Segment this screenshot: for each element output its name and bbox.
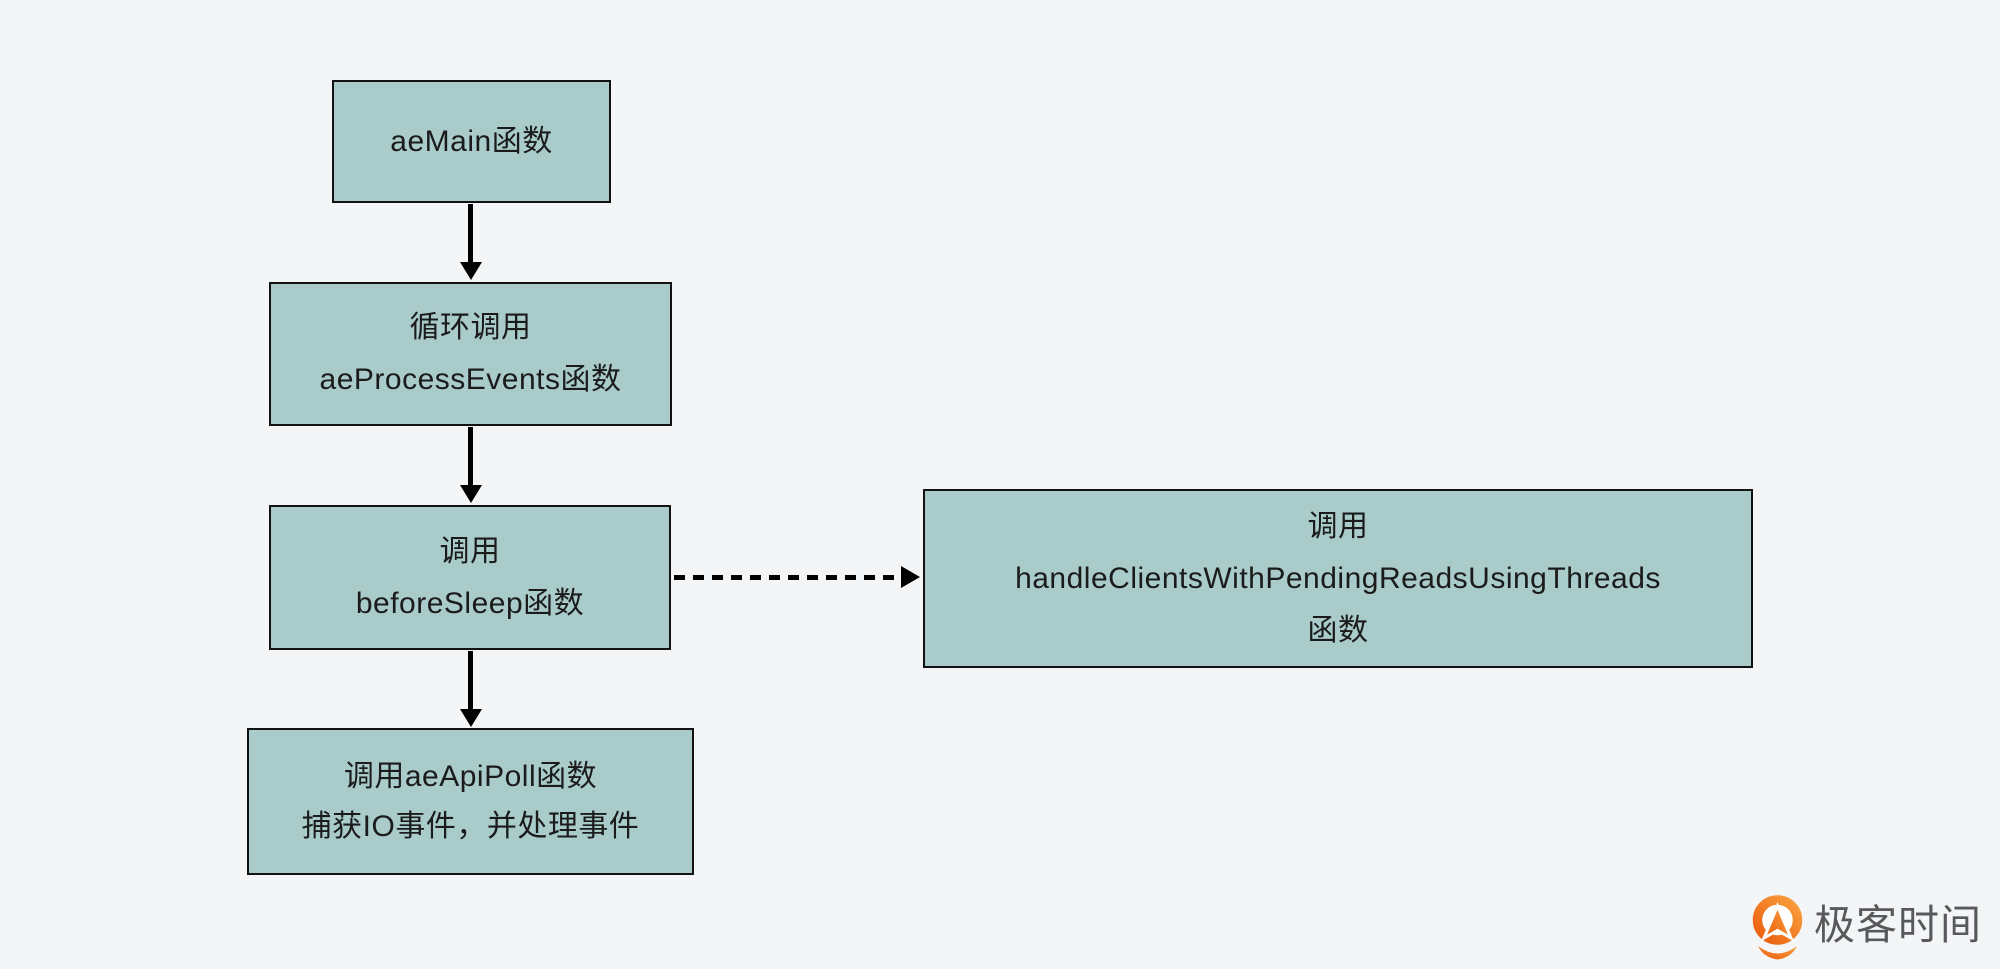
geektime-logo-text: 极客时间 [1814, 902, 1982, 948]
arrow-aemain-to-aeprocessevents [468, 204, 473, 264]
arrowhead-right-icon [901, 566, 920, 588]
node-line: aeProcessEvents函数 [319, 363, 622, 396]
node-line: 调用aeApiPoll函数 [343, 759, 598, 793]
node-line: 循环调用 [409, 311, 532, 344]
node-line: 调用 [439, 534, 501, 568]
flow-node-aeprocessevents: 循环调用 aeProcessEvents函数 [269, 282, 672, 426]
flow-node-beforesleep: 调用 beforeSleep函数 [269, 505, 671, 650]
node-line: 捕获IO事件，并处理事件 [301, 809, 640, 843]
geektime-logo-icon [1752, 895, 1803, 960]
flow-node-aemain: aeMain函数 [332, 80, 611, 203]
arrow-aeprocessevents-to-beforesleep [468, 427, 473, 487]
node-line: 函数 [1307, 613, 1369, 647]
node-line: beforeSleep函数 [355, 586, 585, 620]
flow-node-aeapipoll: 调用aeApiPoll函数 捕获IO事件，并处理事件 [247, 728, 694, 875]
node-line: aeMain函数 [390, 124, 553, 158]
arrow-beforesleep-to-aeapipoll [468, 651, 473, 710]
arrowhead-down-icon [459, 709, 482, 727]
flow-node-handleclients: 调用 handleClientsWithPendingReadsUsingThr… [923, 489, 1753, 668]
node-line: handleClientsWithPendingReadsUsingThread… [1015, 561, 1661, 595]
node-line: 调用 [1307, 509, 1369, 543]
dashed-arrow-beforesleep-to-handleclients [674, 575, 902, 580]
arrowhead-down-icon [459, 262, 482, 280]
geektime-logo: 极客时间 [1750, 895, 1982, 962]
arrowhead-down-icon [459, 485, 482, 503]
